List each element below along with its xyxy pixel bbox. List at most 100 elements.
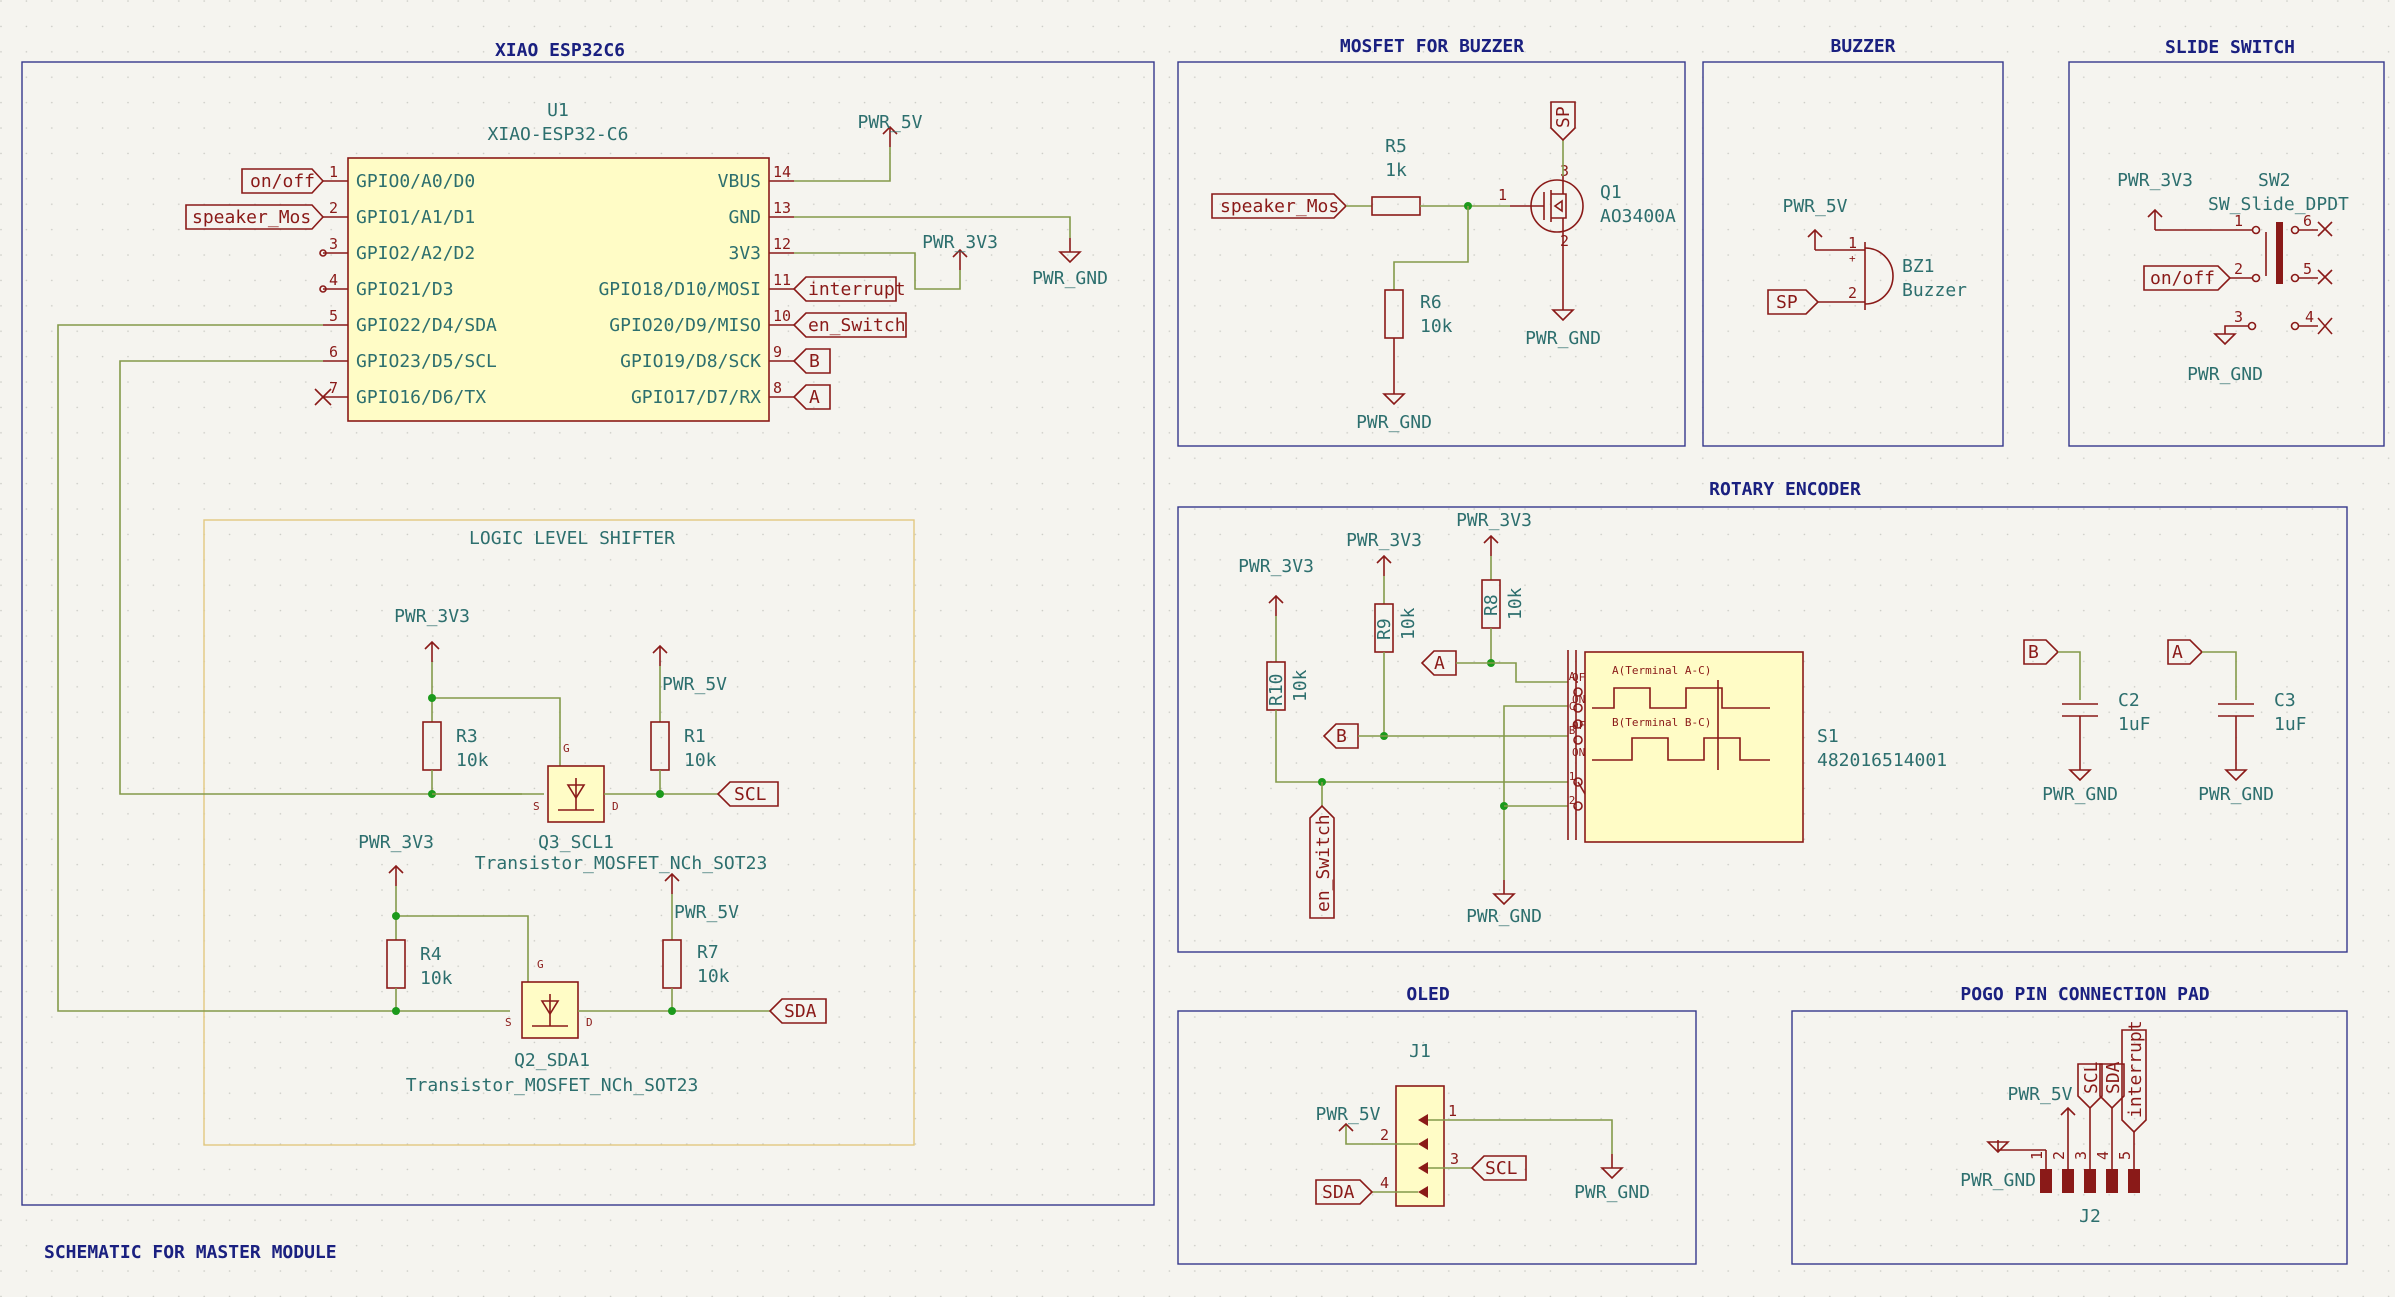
u1-pin-name: GPIO22/D4/SDA: [356, 315, 497, 336]
power-label: PWR_3V3: [2117, 170, 2193, 191]
sw2-pin-4: 4: [2305, 308, 2314, 326]
q1-pin-2: 2: [1560, 232, 1569, 250]
shifter-sda-channel: PWR_3V3 R4 10k G S D Q2_SDA1 Transistor_…: [358, 832, 770, 1096]
power-label: PWR_GND: [1960, 1170, 2036, 1191]
buzzer-circuit: PWR_5V 1 2 SP + BZ1 Buzzer: [1767, 196, 1967, 315]
u1-pin-num: 2: [329, 199, 338, 217]
u1-right-pins: 14 13 12 11 10 9 8 VBUS GND 3V3 GPIO18/D…: [598, 163, 794, 408]
r9-value: 10k: [1398, 607, 1419, 640]
j2-pin-3: 3: [2072, 1151, 2090, 1160]
label-text: SP: [1553, 106, 1574, 128]
label-text: on/off: [250, 171, 315, 192]
oled-section-title: OLED: [1406, 984, 1450, 1005]
power-label: PWR_GND: [1574, 1182, 1650, 1203]
power-label: PWR_GND: [2042, 784, 2118, 805]
u1-pin-name: GPIO0/A0/D0: [356, 171, 475, 192]
r3-value: 10k: [456, 750, 489, 771]
u1-pin-num: 12: [773, 235, 791, 253]
q2-gate-label: G: [537, 958, 544, 971]
label-scl-pogo: SCL: [2077, 1061, 2103, 1110]
r8-value: 10k: [1505, 587, 1526, 620]
u1-pin-name: GPIO19/D8/SCK: [620, 351, 761, 372]
label-sda-oled: SDA: [1315, 1179, 1374, 1205]
j1-pin-4: 4: [1380, 1174, 1389, 1192]
label-interrupt: interrupt: [792, 276, 906, 302]
u1-pin-num: 7: [329, 379, 338, 397]
bz1-pin-2: 2: [1848, 284, 1857, 302]
slide-switch-circuit: PWR_3V3 1 on/off 2 SW2 SW_Slide_DPDT 6 5…: [2117, 170, 2349, 385]
u1-pin-num: 3: [329, 235, 338, 253]
no-connect-icon: [314, 388, 332, 406]
u1-pin-num: 9: [773, 343, 782, 361]
oled-connector-circuit: J1 1 PWR_GND PWR_5V 2 3 SCL 4 SDA: [1315, 1041, 1650, 1207]
shifter-section: LOGIC LEVEL SHIFTER: [203, 519, 915, 1146]
label-en-switch: en_Switch: [792, 312, 907, 338]
u1-pin-num: 10: [773, 307, 791, 325]
power-label: PWR_GND: [2187, 364, 2263, 385]
buzzer-section-title: BUZZER: [1830, 36, 1895, 57]
sheet-footer: SCHEMATIC FOR MASTER MODULE: [44, 1242, 337, 1263]
s1-value: 482016514001: [1817, 750, 1947, 771]
r7-ref: R7: [697, 942, 719, 963]
c3-value: 1uF: [2274, 714, 2307, 735]
bz1-ref: BZ1: [1902, 256, 1935, 277]
u1-pin-name: GPIO23/D5/SCL: [356, 351, 497, 372]
q3-value: Transistor_MOSFET_NCh_SOT23: [475, 853, 768, 874]
r4-value: 10k: [420, 968, 453, 989]
pogo-section: POGO PIN CONNECTION PAD: [1791, 984, 2348, 1265]
j1-pin-2: 2: [1380, 1126, 1389, 1144]
mosfet-buzzer-circuit: speaker_Mos R5 1k R6 10k PWR_GND 1 3 2 Q…: [1211, 101, 1676, 433]
power-label: PWR_3V3: [394, 606, 470, 627]
r5-value: 1k: [1385, 160, 1407, 181]
power-label: PWR_GND: [1525, 328, 1601, 349]
u1-pin-num: 8: [773, 379, 782, 397]
power-label: PWR_5V: [1315, 1104, 1380, 1125]
xiao-section-title: XIAO ESP32C6: [495, 40, 625, 61]
shifter-scl-channel: PWR_3V3 R3 10k G S D Q3_SCL1 Transistor_…: [394, 606, 767, 874]
oled-section: OLED: [1177, 984, 1697, 1265]
u1-value: XIAO-ESP32-C6: [488, 124, 629, 145]
pogo-pin-circuit: 1 2 3 4 5 PWR_GND PWR_5V SCL SDA interru…: [1960, 1020, 2147, 1227]
r8-ref: R8: [1481, 594, 1502, 616]
wire-sda: [57, 324, 510, 1012]
s1-ref: S1: [1817, 726, 1839, 747]
label-text: B: [809, 351, 820, 372]
u1-left-pins: 1 2 3 4 5 6 7 GPIO0/A0/D0 GPIO1/A1/D1 GP…: [314, 163, 497, 408]
q2-value: Transistor_MOSFET_NCh_SOT23: [406, 1075, 699, 1096]
sw2-pin-1: 1: [2234, 212, 2243, 230]
u1-power-wiring: PWR_5V PWR_GND PWR_3V3: [794, 112, 1108, 290]
r6-value: 10k: [1420, 316, 1453, 337]
u1-pin-name: GPIO20/D9/MISO: [609, 315, 761, 336]
sw2-value: SW_Slide_DPDT: [2208, 194, 2349, 215]
mosfet-section-title: MOSFET FOR BUZZER: [1340, 36, 1524, 57]
power-label: PWR_3V3: [358, 832, 434, 853]
label-text: speaker_Mos: [1220, 196, 1339, 217]
label-speaker-mos-2: speaker_Mos: [1211, 193, 1348, 219]
pogo-section-title: POGO PIN CONNECTION PAD: [1960, 984, 2209, 1005]
s1-pin-1: 1: [1569, 770, 1576, 783]
shifter-section-title: LOGIC LEVEL SHIFTER: [469, 528, 675, 549]
power-label: PWR_5V: [674, 902, 739, 923]
r7-value: 10k: [697, 966, 730, 987]
label-text: SP: [1776, 292, 1798, 313]
q2-ref: Q2_SDA1: [514, 1050, 590, 1071]
power-label: PWR_5V: [662, 674, 727, 695]
power-label: PWR_5V: [857, 112, 922, 133]
u1-pin-num: 1: [329, 163, 338, 181]
q3-ref: Q3_SCL1: [538, 832, 614, 853]
label-sp: SP: [1767, 289, 1820, 315]
label-text: SDA: [2103, 1061, 2124, 1094]
bz1-pin-1: 1: [1848, 234, 1857, 252]
no-connect-icon: [2317, 269, 2333, 285]
u1-pin-name: GPIO1/A1/D1: [356, 207, 475, 228]
label-scl-shifter: SCL: [716, 781, 779, 807]
q2-drain-label: D: [586, 1016, 593, 1029]
r1-value: 10k: [684, 750, 717, 771]
no-connect-icon: [2317, 221, 2333, 237]
c3-ref: C3: [2274, 690, 2296, 711]
sw2-pin-2: 2: [2234, 260, 2243, 278]
label-scl-oled: SCL: [1470, 1155, 1527, 1181]
label-text: en_Switch: [1313, 814, 1334, 912]
s1-pin-c: C: [1569, 700, 1576, 713]
r9-ref: R9: [1374, 618, 1395, 640]
